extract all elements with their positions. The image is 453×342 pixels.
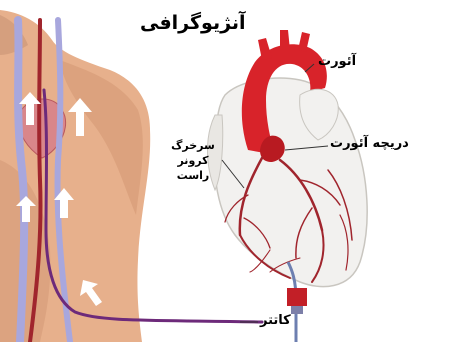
diagram-title: آنژیوگرافی [140, 12, 246, 34]
heart-body [214, 78, 367, 286]
label-catheter: کاتتر [260, 313, 291, 328]
label-right-coronary-artery: سرخرگ کرونر راست [165, 138, 221, 183]
heart-illustration [208, 30, 368, 342]
label-aortic-valve: دریچه آئورت [330, 136, 409, 151]
catheter-tip [287, 288, 307, 306]
label-aorta: آئورت [318, 54, 356, 69]
